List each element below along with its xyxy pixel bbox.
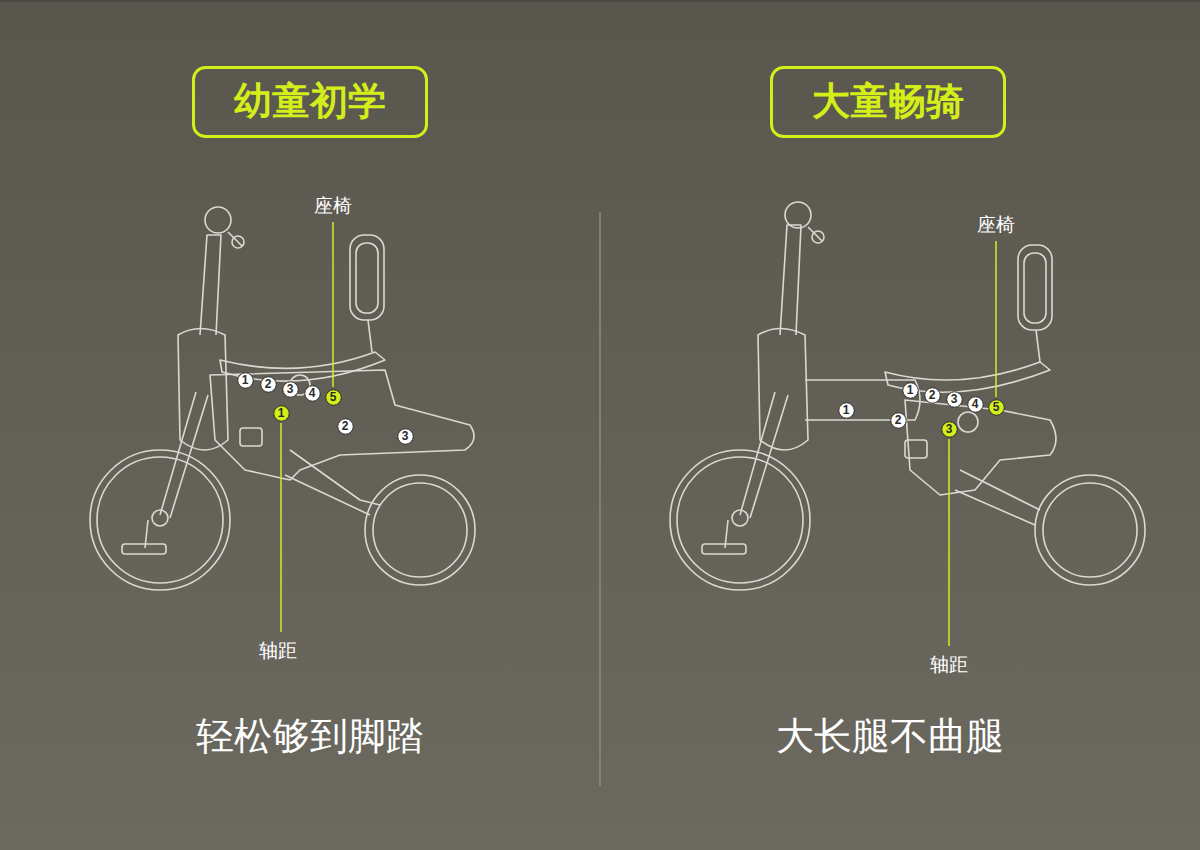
callout-circle: 2 [924, 387, 941, 404]
callout-number: 2 [265, 378, 272, 390]
callout-number: 4 [972, 398, 979, 410]
callout-circle: 5 [325, 389, 342, 406]
caption-text: 轻松够到脚踏 [196, 716, 424, 758]
leader-line [332, 222, 334, 387]
callout-number: 5 [993, 401, 1000, 413]
callout-number: 5 [330, 391, 337, 403]
part-label: 轴距 [259, 640, 297, 661]
callout-circle: 3 [941, 421, 958, 438]
callout-number: 1 [278, 407, 285, 419]
callout-number: 1 [242, 374, 249, 386]
part-label: 轴距 [930, 654, 968, 675]
part-label: 座椅 [314, 195, 352, 216]
callout-circle: 1 [237, 372, 254, 389]
leader-line [948, 439, 950, 646]
caption-text: 大长腿不曲腿 [776, 716, 1004, 758]
callout-number: 2 [342, 420, 349, 432]
callout-number: 3 [946, 423, 953, 435]
callout-circle: 2 [260, 376, 277, 393]
title-box: 大童畅骑 [770, 66, 1006, 138]
callout-number: 3 [951, 393, 958, 405]
leader-line [280, 423, 282, 632]
callout-number: 3 [402, 430, 409, 442]
panel-title: 大童畅骑 [812, 81, 964, 123]
callout-circle: 3 [397, 428, 414, 445]
left-bike [90, 207, 475, 590]
callout-number: 2 [929, 389, 936, 401]
callout-circle: 3 [946, 391, 963, 408]
callout-circle: 1 [838, 402, 855, 419]
part-label: 座椅 [977, 214, 1015, 235]
callout-circle: 3 [282, 381, 299, 398]
callout-number: 1 [843, 404, 850, 416]
callout-circle: 1 [273, 405, 290, 422]
callout-circle: 2 [337, 418, 354, 435]
callout-circle: 4 [304, 385, 321, 402]
callout-number: 3 [287, 383, 294, 395]
callout-number: 2 [895, 414, 902, 426]
panel-title: 幼童初学 [234, 81, 386, 123]
callout-circle: 2 [890, 412, 907, 429]
callout-number: 1 [907, 384, 914, 396]
title-box: 幼童初学 [192, 66, 428, 138]
top-rule [0, 0, 1200, 2]
callout-circle: 1 [902, 382, 919, 399]
divider [599, 212, 601, 786]
leader-lines [281, 222, 996, 646]
callout-circle: 4 [967, 396, 984, 413]
callout-circle: 5 [988, 399, 1005, 416]
leader-line [995, 241, 997, 397]
right-bike [670, 202, 1145, 590]
callout-number: 4 [309, 387, 316, 399]
